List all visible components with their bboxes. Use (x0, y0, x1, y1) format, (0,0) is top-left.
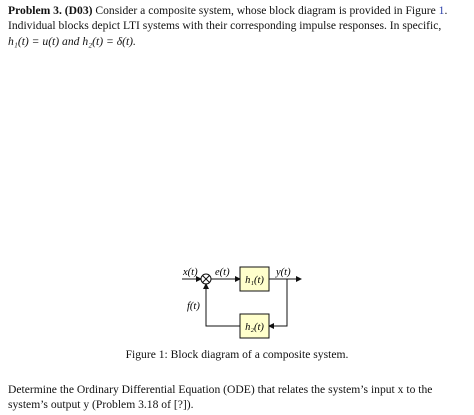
feedback-path-down (268, 279, 288, 329)
problem-text: Consider a composite system, whose block… (95, 4, 436, 17)
problem-line-2: Individual blocks depict LTI systems wit… (8, 19, 442, 33)
figure-caption: Figure 1: Block diagram of a composite s… (125, 348, 349, 361)
h1-block (239, 266, 270, 292)
problem-statement: Problem 3. (D03) Consider a composite sy… (8, 3, 470, 49)
problem-text-end: . (444, 4, 448, 17)
block-diagram: x(t) e(t) y(t) f(t) h₁(t) h₂(t) (182, 266, 302, 339)
summing-junction (200, 273, 212, 285)
h1-block-label: h₁(t) (245, 275, 264, 286)
problem-code: (D03) (64, 4, 93, 17)
feedback-label: f(t) (187, 301, 200, 312)
question-line-1: Determine the Ordinary Differential Equa… (8, 383, 433, 396)
feedback-path-up (203, 283, 240, 327)
problem-heading: Problem 3. (8, 4, 62, 17)
input-label: x(t) (182, 267, 198, 278)
figure-reference-link[interactable]: 1 (438, 4, 445, 17)
error-label: e(t) (215, 267, 230, 278)
question-statement: Determine the Ordinary Differential Equa… (8, 382, 470, 413)
h2-block-label: h₂(t) (245, 322, 264, 333)
problem-line-3: h₁(t) = u(t) and h₂(t) = δ(t). (8, 34, 136, 48)
question-line-2: system’s output y (Problem 3.18 of [?]). (8, 398, 194, 412)
problem-line-1: Problem 3. (D03) Consider a composite sy… (8, 3, 470, 18)
output-label: y(t) (275, 267, 291, 278)
